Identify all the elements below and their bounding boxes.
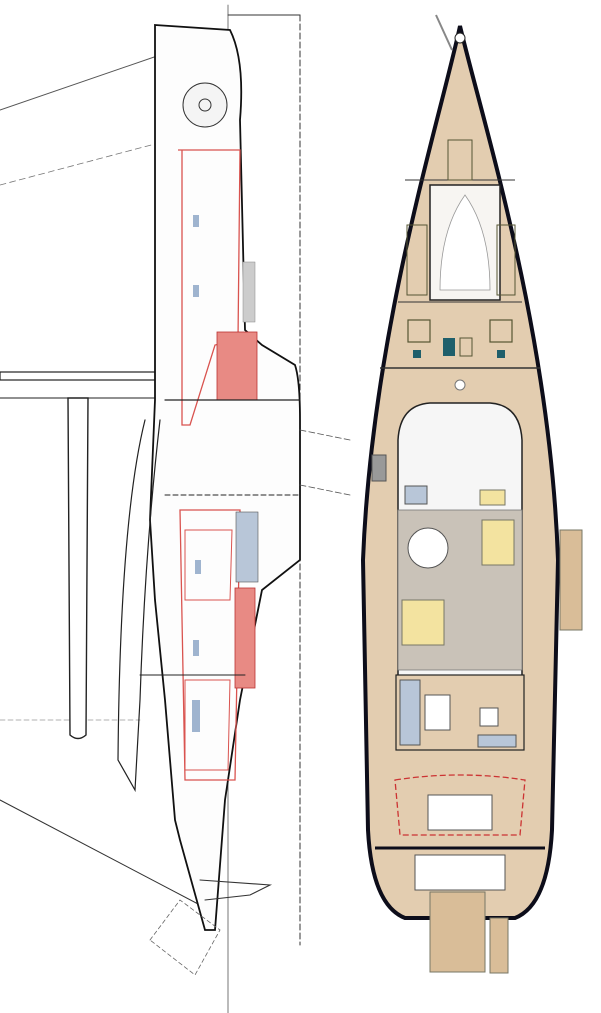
rigging-line <box>299 429 351 441</box>
blue-fixture <box>193 285 199 297</box>
cockpit-table <box>479 707 499 727</box>
deck-hatch <box>489 319 513 343</box>
blue-fixture <box>404 485 428 505</box>
blue-fixture <box>195 560 201 574</box>
tender-boat <box>439 194 491 291</box>
forestay-line <box>0 54 161 111</box>
side-profile-view <box>0 4 351 1013</box>
tank-compartment <box>216 331 258 401</box>
anchor-arm <box>435 14 453 51</box>
deck-hatch <box>407 319 431 343</box>
cockpit-seat <box>477 734 517 748</box>
deck-box <box>496 224 516 296</box>
hull-profile <box>149 24 301 931</box>
boarding-ladder <box>489 917 509 974</box>
side-hatch <box>371 454 387 482</box>
mast-base <box>454 379 466 391</box>
cabin-outline <box>184 529 233 601</box>
anchor-outline <box>149 899 221 976</box>
compartment-outline <box>178 149 241 426</box>
blue-fixture <box>193 215 199 227</box>
keel <box>67 397 89 740</box>
passerelle <box>429 891 486 973</box>
boom <box>0 371 171 381</box>
blue-compartment <box>235 511 259 583</box>
winch-wheel <box>182 82 228 128</box>
vent <box>413 350 421 358</box>
aft-deck-outline <box>394 774 526 836</box>
rigging-line <box>299 484 351 496</box>
rudder-outline <box>117 419 161 793</box>
deck-plan-view <box>360 14 583 974</box>
aft-sunbed <box>414 854 506 891</box>
deck-hatch <box>447 139 473 181</box>
winch-hub <box>198 98 212 112</box>
compartment-outline <box>179 509 241 781</box>
gray-compartment <box>242 261 256 323</box>
rigging-line <box>0 139 171 186</box>
bowsprit <box>199 879 273 901</box>
bow-fitting <box>454 32 466 44</box>
sunbed <box>427 794 493 831</box>
cabin-outline <box>184 679 231 771</box>
cockpit-table <box>424 694 451 731</box>
rigging-line <box>0 799 201 906</box>
galley-counter <box>479 489 506 506</box>
blue-fixture <box>193 640 199 656</box>
dining-table <box>407 527 449 569</box>
side-boarding-ladder <box>559 529 583 631</box>
tank-compartment <box>234 587 256 689</box>
skylight <box>459 337 473 357</box>
vent <box>497 350 505 358</box>
cockpit-seat <box>399 679 421 746</box>
skylight <box>443 338 455 356</box>
sofa <box>401 599 445 646</box>
blue-fixture <box>192 700 200 732</box>
deck-box <box>406 224 428 296</box>
sofa <box>481 519 515 566</box>
